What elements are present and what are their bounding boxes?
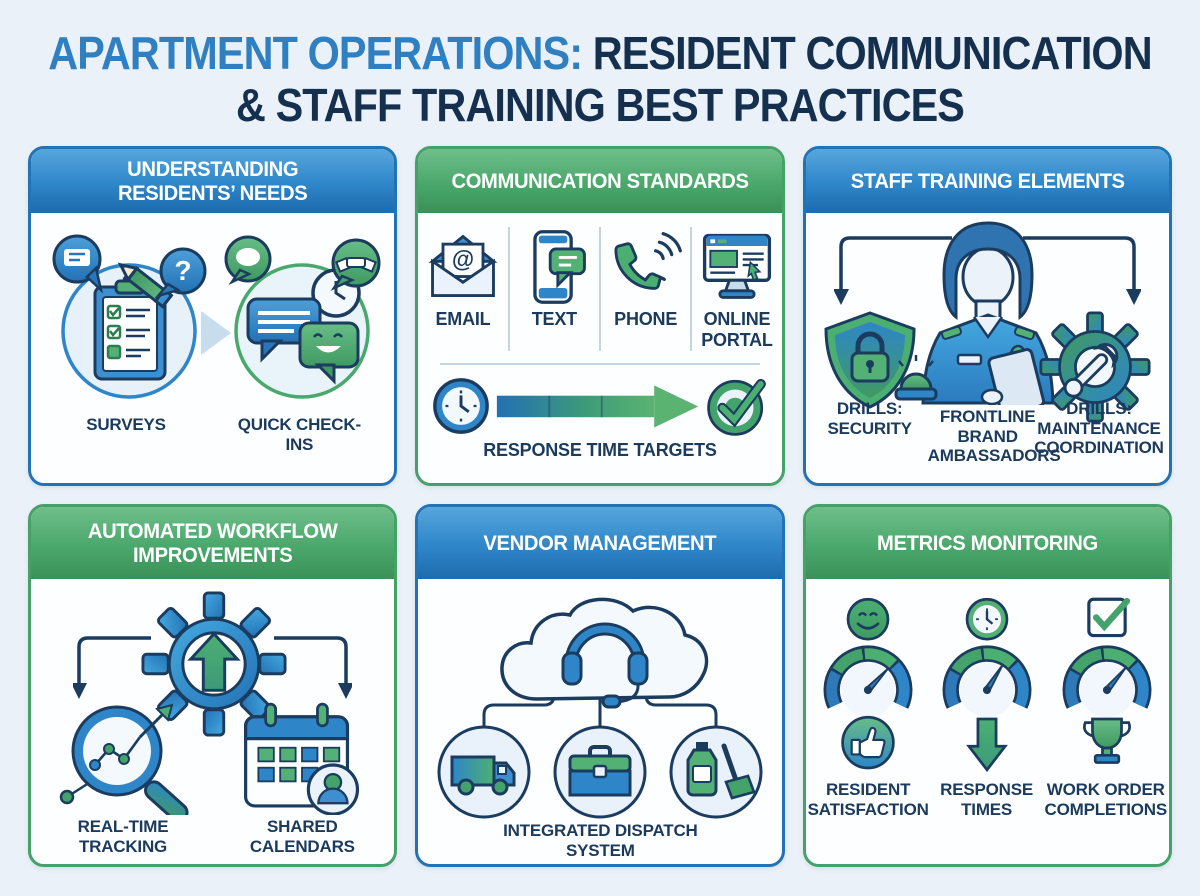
sms-phone-icon: [533, 230, 587, 304]
gear-wrench-icon: [1039, 311, 1151, 423]
arrow-to-maintenance-icon: [1023, 236, 1141, 305]
item-label: SHARED CALENDARS: [249, 817, 355, 856]
calendar-person-icon: [244, 702, 360, 815]
panel-5-header: VENDOR MANAGEMENT: [418, 507, 782, 579]
page-title: APARTMENT OPERATIONS: RESIDENT COMMUNICA…: [0, 0, 1200, 146]
gauge-smiley-thumbsup-icon: [823, 597, 913, 770]
channel-online-portal: ONLINE PORTAL: [690, 227, 781, 351]
metric-label: RESIDENT SATISFACTION: [807, 780, 929, 819]
smiley-message-bubble: [298, 321, 360, 385]
item-label: REAL-TIME TRACKING: [77, 817, 169, 856]
panel-staff-training-elements: STAFF TRAINING ELEMENTS: [802, 146, 1172, 486]
channel-label: EMAIL: [435, 309, 491, 329]
timeline-arrow-icon: [496, 385, 699, 428]
question-bubble-icon: ?: [154, 247, 207, 299]
channel-row: @ EMAIL TEXT PH: [418, 227, 781, 351]
svg-text:@: @: [452, 246, 474, 272]
delivery-truck-icon: [437, 725, 531, 819]
item-label: QUICK CHECK-INS: [237, 415, 361, 454]
handshake-bubble-icon: [330, 238, 381, 291]
panel-vendor-management: VENDOR MANAGEMENT: [415, 504, 785, 867]
clock-icon: [433, 377, 489, 434]
channel-email: @ EMAIL: [418, 227, 507, 351]
arrow-to-calendars-icon: [274, 636, 353, 699]
title-line-1: APARTMENT OPERATIONS: RESIDENT COMMUNICA…: [0, 27, 1200, 80]
panel-2-header: COMMUNICATION STANDARDS: [418, 149, 782, 213]
staff-person-icon: [921, 221, 1055, 405]
panel-4-header: AUTOMATED WORKFLOW IMPROVEMENTS: [31, 507, 395, 579]
blue-message-bubble: [246, 297, 322, 363]
chat-bubble-icon: [52, 234, 104, 294]
arrow-to-security-icon: [833, 236, 952, 305]
item-label: FRONTLINE BRAND AMBASSADORS: [927, 407, 1061, 466]
channel-label: ONLINE PORTAL: [701, 309, 773, 350]
shield-lock-siren-icon: [824, 311, 938, 409]
channel-label: TEXT: [531, 309, 577, 329]
checkbox-icon: [1087, 597, 1127, 638]
panel-6-header: METRICS MONITORING: [805, 507, 1169, 579]
cloud-headset-icon: [500, 597, 709, 709]
toolbox-icon: [553, 725, 647, 819]
metric-label: RESPONSE TIMES: [940, 780, 1034, 819]
divider: [440, 362, 760, 365]
channel-text: TEXT: [507, 227, 599, 351]
trophy-icon: [1083, 717, 1131, 764]
item-label: SURVEYS: [86, 415, 166, 434]
title-part-blue: APARTMENT OPERATIONS:: [48, 27, 583, 79]
title-line-2: & STAFF TRAINING BEST PRACTICES: [235, 78, 965, 131]
metric-label-row: RESIDENT SATISFACTION RESPONSE TIMES WOR…: [806, 780, 1169, 819]
smiley-icon: [846, 597, 889, 641]
metric-label: WORK ORDER COMPLETIONS: [1044, 780, 1168, 819]
down-arrow-icon: [966, 717, 1009, 773]
svg-text:?: ?: [174, 255, 191, 286]
panel-automated-workflow-improvements: AUTOMATED WORKFLOW IMPROVEMENTS: [28, 504, 398, 867]
chevron-right-icon: [201, 311, 231, 355]
panel-3-header: STAFF TRAINING ELEMENTS: [805, 149, 1169, 213]
response-time-label: RESPONSE TIME TARGETS: [483, 439, 717, 460]
target-check-icon: [707, 378, 766, 436]
green-chat-bubble-icon: [224, 235, 272, 286]
title-part-navy: RESIDENT COMMUNICATION: [592, 27, 1153, 79]
panel-1-header: UNDERSTANDING RESIDENTS’ NEEDS: [31, 149, 395, 213]
channel-label: PHONE: [614, 309, 678, 329]
channel-phone: PHONE: [598, 227, 690, 351]
response-time-row: [418, 373, 781, 439]
panel-understanding-residents-needs: UNDERSTANDING RESIDENTS’ NEEDS: [28, 146, 398, 486]
dispatch-label: INTEGRATED DISPATCH SYSTEM: [503, 821, 698, 860]
siren-icon: [894, 355, 938, 401]
panel-metrics-monitoring: METRICS MONITORING: [802, 504, 1172, 867]
magnifier-analytics-icon: [59, 703, 189, 815]
infographic-board: UNDERSTANDING RESIDENTS’ NEEDS: [0, 146, 1200, 867]
item-label: DRILLS: MAINTENANCE COORDINATION: [1034, 399, 1164, 458]
item-label: DRILLS: SECURITY: [827, 399, 912, 438]
page-title-text: APARTMENT OPERATIONS: RESIDENT COMMUNICA…: [0, 27, 1200, 132]
gauge-row: [806, 592, 1169, 778]
gauge-clock-downarrow-icon: [942, 597, 1032, 773]
gear-up-arrow-icon: [141, 591, 287, 737]
chat-check-in-icon: [224, 235, 381, 399]
survey-clipboard-icon: ?: [52, 234, 207, 399]
gauge-checkbox-trophy-icon: [1062, 597, 1152, 764]
web-portal-monitor-icon: [702, 233, 772, 299]
phone-handset-icon: [614, 232, 682, 290]
panel-communication-standards: COMMUNICATION STANDARDS @ EMAIL: [415, 146, 785, 486]
email-envelope-icon: @: [428, 234, 498, 297]
cleaning-supplies-icon: [669, 725, 763, 819]
arrow-to-tracking-icon: [73, 636, 151, 699]
